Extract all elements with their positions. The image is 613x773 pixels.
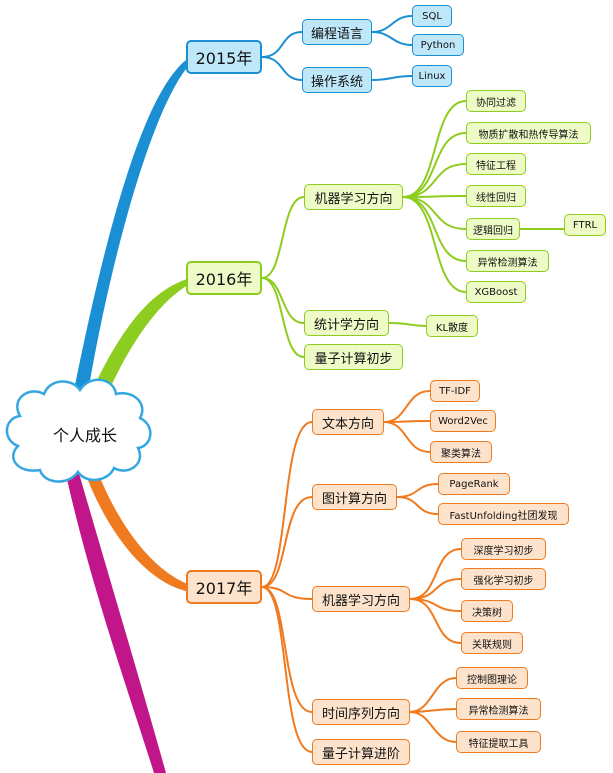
branch-2016 — [90, 278, 190, 402]
leaf-2016-linear-regression[interactable]: 线性回归 — [466, 185, 526, 207]
leaf-2017-clustering[interactable]: 聚类算法 — [430, 441, 492, 463]
topic-2015-operating-systems[interactable]: 操作系统 — [302, 67, 372, 93]
leaf-2015-linux[interactable]: Linux — [412, 65, 452, 87]
leaf-2016-logistic-regression[interactable]: 逻辑回归 — [466, 218, 520, 240]
topic-2017-quantum-advanced[interactable]: 量子计算进阶 — [312, 739, 410, 765]
root-node-label[interactable]: 个人成长 — [52, 426, 117, 445]
leaf-2016-feature-engineering[interactable]: 特征工程 — [466, 153, 526, 175]
leaf-2017-fastunfolding[interactable]: FastUnfolding社团发现 — [438, 503, 569, 525]
year-node-2016[interactable]: 2016年 — [186, 261, 262, 295]
leaf-2017-pagerank[interactable]: PageRank — [438, 473, 510, 495]
leaf-2016-kl-divergence[interactable]: KL散度 — [426, 315, 478, 337]
leaf-2017-decision-tree[interactable]: 决策树 — [461, 600, 513, 622]
leaf-2016-collaborative-filtering[interactable]: 协同过滤 — [466, 90, 526, 112]
topic-2016-statistics[interactable]: 统计学方向 — [304, 310, 389, 336]
topic-2017-time-series[interactable]: 时间序列方向 — [312, 699, 410, 725]
year-node-2017[interactable]: 2017年 — [186, 570, 262, 604]
topic-2017-machine-learning[interactable]: 机器学习方向 — [312, 586, 410, 612]
leaf-2016-xgboost[interactable]: XGBoost — [466, 281, 526, 303]
topic-2017-text[interactable]: 文本方向 — [312, 409, 384, 435]
leaf-2017-word2vec[interactable]: Word2Vec — [430, 410, 496, 432]
topic-2017-graph-computing[interactable]: 图计算方向 — [312, 484, 397, 510]
leaf-2017-tf-idf[interactable]: TF-IDF — [430, 380, 480, 402]
topic-2015-programming-languages[interactable]: 编程语言 — [302, 19, 372, 45]
leaf-2017-reinforcement-learning-intro[interactable]: 强化学习初步 — [461, 568, 546, 590]
branch-2015 — [72, 57, 190, 404]
topic-2016-quantum-intro[interactable]: 量子计算初步 — [304, 344, 403, 370]
leaf-2017-control-chart[interactable]: 控制图理论 — [456, 667, 528, 689]
leaf-2016-anomaly-detection[interactable]: 异常检测算法 — [466, 250, 549, 272]
topic-2016-machine-learning[interactable]: 机器学习方向 — [304, 184, 403, 210]
leaf-2017-anomaly-detection[interactable]: 异常检测算法 — [456, 698, 541, 720]
leaf-2017-deep-learning-intro[interactable]: 深度学习初步 — [461, 538, 546, 560]
leaf-2015-python[interactable]: Python — [412, 34, 464, 56]
branch-2018 — [66, 470, 166, 773]
leaf-2016-ftrl[interactable]: FTRL — [564, 214, 606, 236]
leaf-2017-feature-extraction-tools[interactable]: 特征提取工具 — [456, 731, 541, 753]
leaf-2015-sql[interactable]: SQL — [412, 5, 452, 27]
leaf-2016-diffusion-heat-conduction[interactable]: 物质扩散和热传导算法 — [466, 122, 591, 144]
year-node-2015[interactable]: 2015年 — [186, 40, 262, 74]
leaf-2017-association-rules[interactable]: 关联规则 — [461, 632, 523, 654]
cloud-shape — [5, 378, 152, 483]
